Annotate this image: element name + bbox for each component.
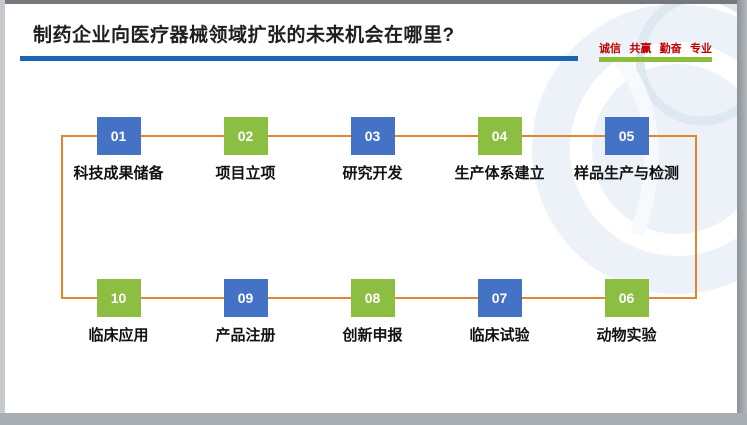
flow-row-bottom: 10 临床应用 09 产品注册 08 创新申报 07 临床试验 06 动物实验 xyxy=(55,279,690,345)
step-number-badge: 07 xyxy=(477,279,522,317)
step-label: 项目立项 xyxy=(215,165,276,182)
title-underline-rule xyxy=(20,56,578,61)
flow-step-02: 02 项目立项 xyxy=(182,117,309,183)
flow-step-07: 07 临床试验 xyxy=(436,279,563,345)
motto-word: 共赢 xyxy=(629,43,652,55)
flow-row-top: 01 科技成果储备 02 项目立项 03 研究开发 04 生产体系建立 05 样… xyxy=(55,117,690,183)
step-label: 临床试验 xyxy=(469,327,530,344)
step-number-badge: 05 xyxy=(604,117,649,155)
connector-line-right xyxy=(695,135,697,299)
step-label: 生产体系建立 xyxy=(454,165,545,182)
step-label: 动物实验 xyxy=(596,327,657,344)
step-number-badge: 01 xyxy=(96,117,141,155)
step-number-badge: 09 xyxy=(223,279,268,317)
slide-canvas: 制药企业向医疗器械领域扩张的未来机会在哪里? 诚信 共赢 勤奋 专业 01 科技… xyxy=(5,4,737,413)
flow-step-10: 10 临床应用 xyxy=(55,279,182,345)
step-label: 创新申报 xyxy=(342,327,403,344)
flow-step-05: 05 样品生产与检测 xyxy=(563,117,690,183)
step-label: 产品注册 xyxy=(215,327,276,344)
step-number-badge: 08 xyxy=(350,279,395,317)
step-label: 科技成果储备 xyxy=(73,165,164,182)
flow-step-08: 08 创新申报 xyxy=(309,279,436,345)
step-label: 临床应用 xyxy=(88,327,149,344)
step-number-badge: 10 xyxy=(96,279,141,317)
window-frame-top xyxy=(0,0,747,4)
connector-line-left xyxy=(61,135,63,299)
flow-step-01: 01 科技成果储备 xyxy=(55,117,182,183)
flow-step-03: 03 研究开发 xyxy=(309,117,436,183)
step-label: 研究开发 xyxy=(342,165,403,182)
window-frame-bottom xyxy=(0,413,747,425)
flow-step-04: 04 生产体系建立 xyxy=(436,117,563,183)
window-frame-left xyxy=(0,0,5,425)
motto-word: 勤奋 xyxy=(659,43,682,55)
step-number-badge: 03 xyxy=(350,117,395,155)
step-number-badge: 06 xyxy=(604,279,649,317)
motto-word: 诚信 xyxy=(599,43,621,55)
flow-step-06: 06 动物实验 xyxy=(563,279,690,345)
step-number-badge: 04 xyxy=(477,117,522,155)
window-frame-right xyxy=(737,0,747,425)
motto-underline-rule xyxy=(599,57,712,62)
flow-step-09: 09 产品注册 xyxy=(182,279,309,345)
step-label: 样品生产与检测 xyxy=(573,165,679,182)
company-motto: 诚信 共赢 勤奋 专业 xyxy=(599,40,712,56)
motto-word: 专业 xyxy=(689,43,712,55)
slide-title: 制药企业向医疗器械领域扩张的未来机会在哪里? xyxy=(33,25,455,46)
step-number-badge: 02 xyxy=(223,117,268,155)
